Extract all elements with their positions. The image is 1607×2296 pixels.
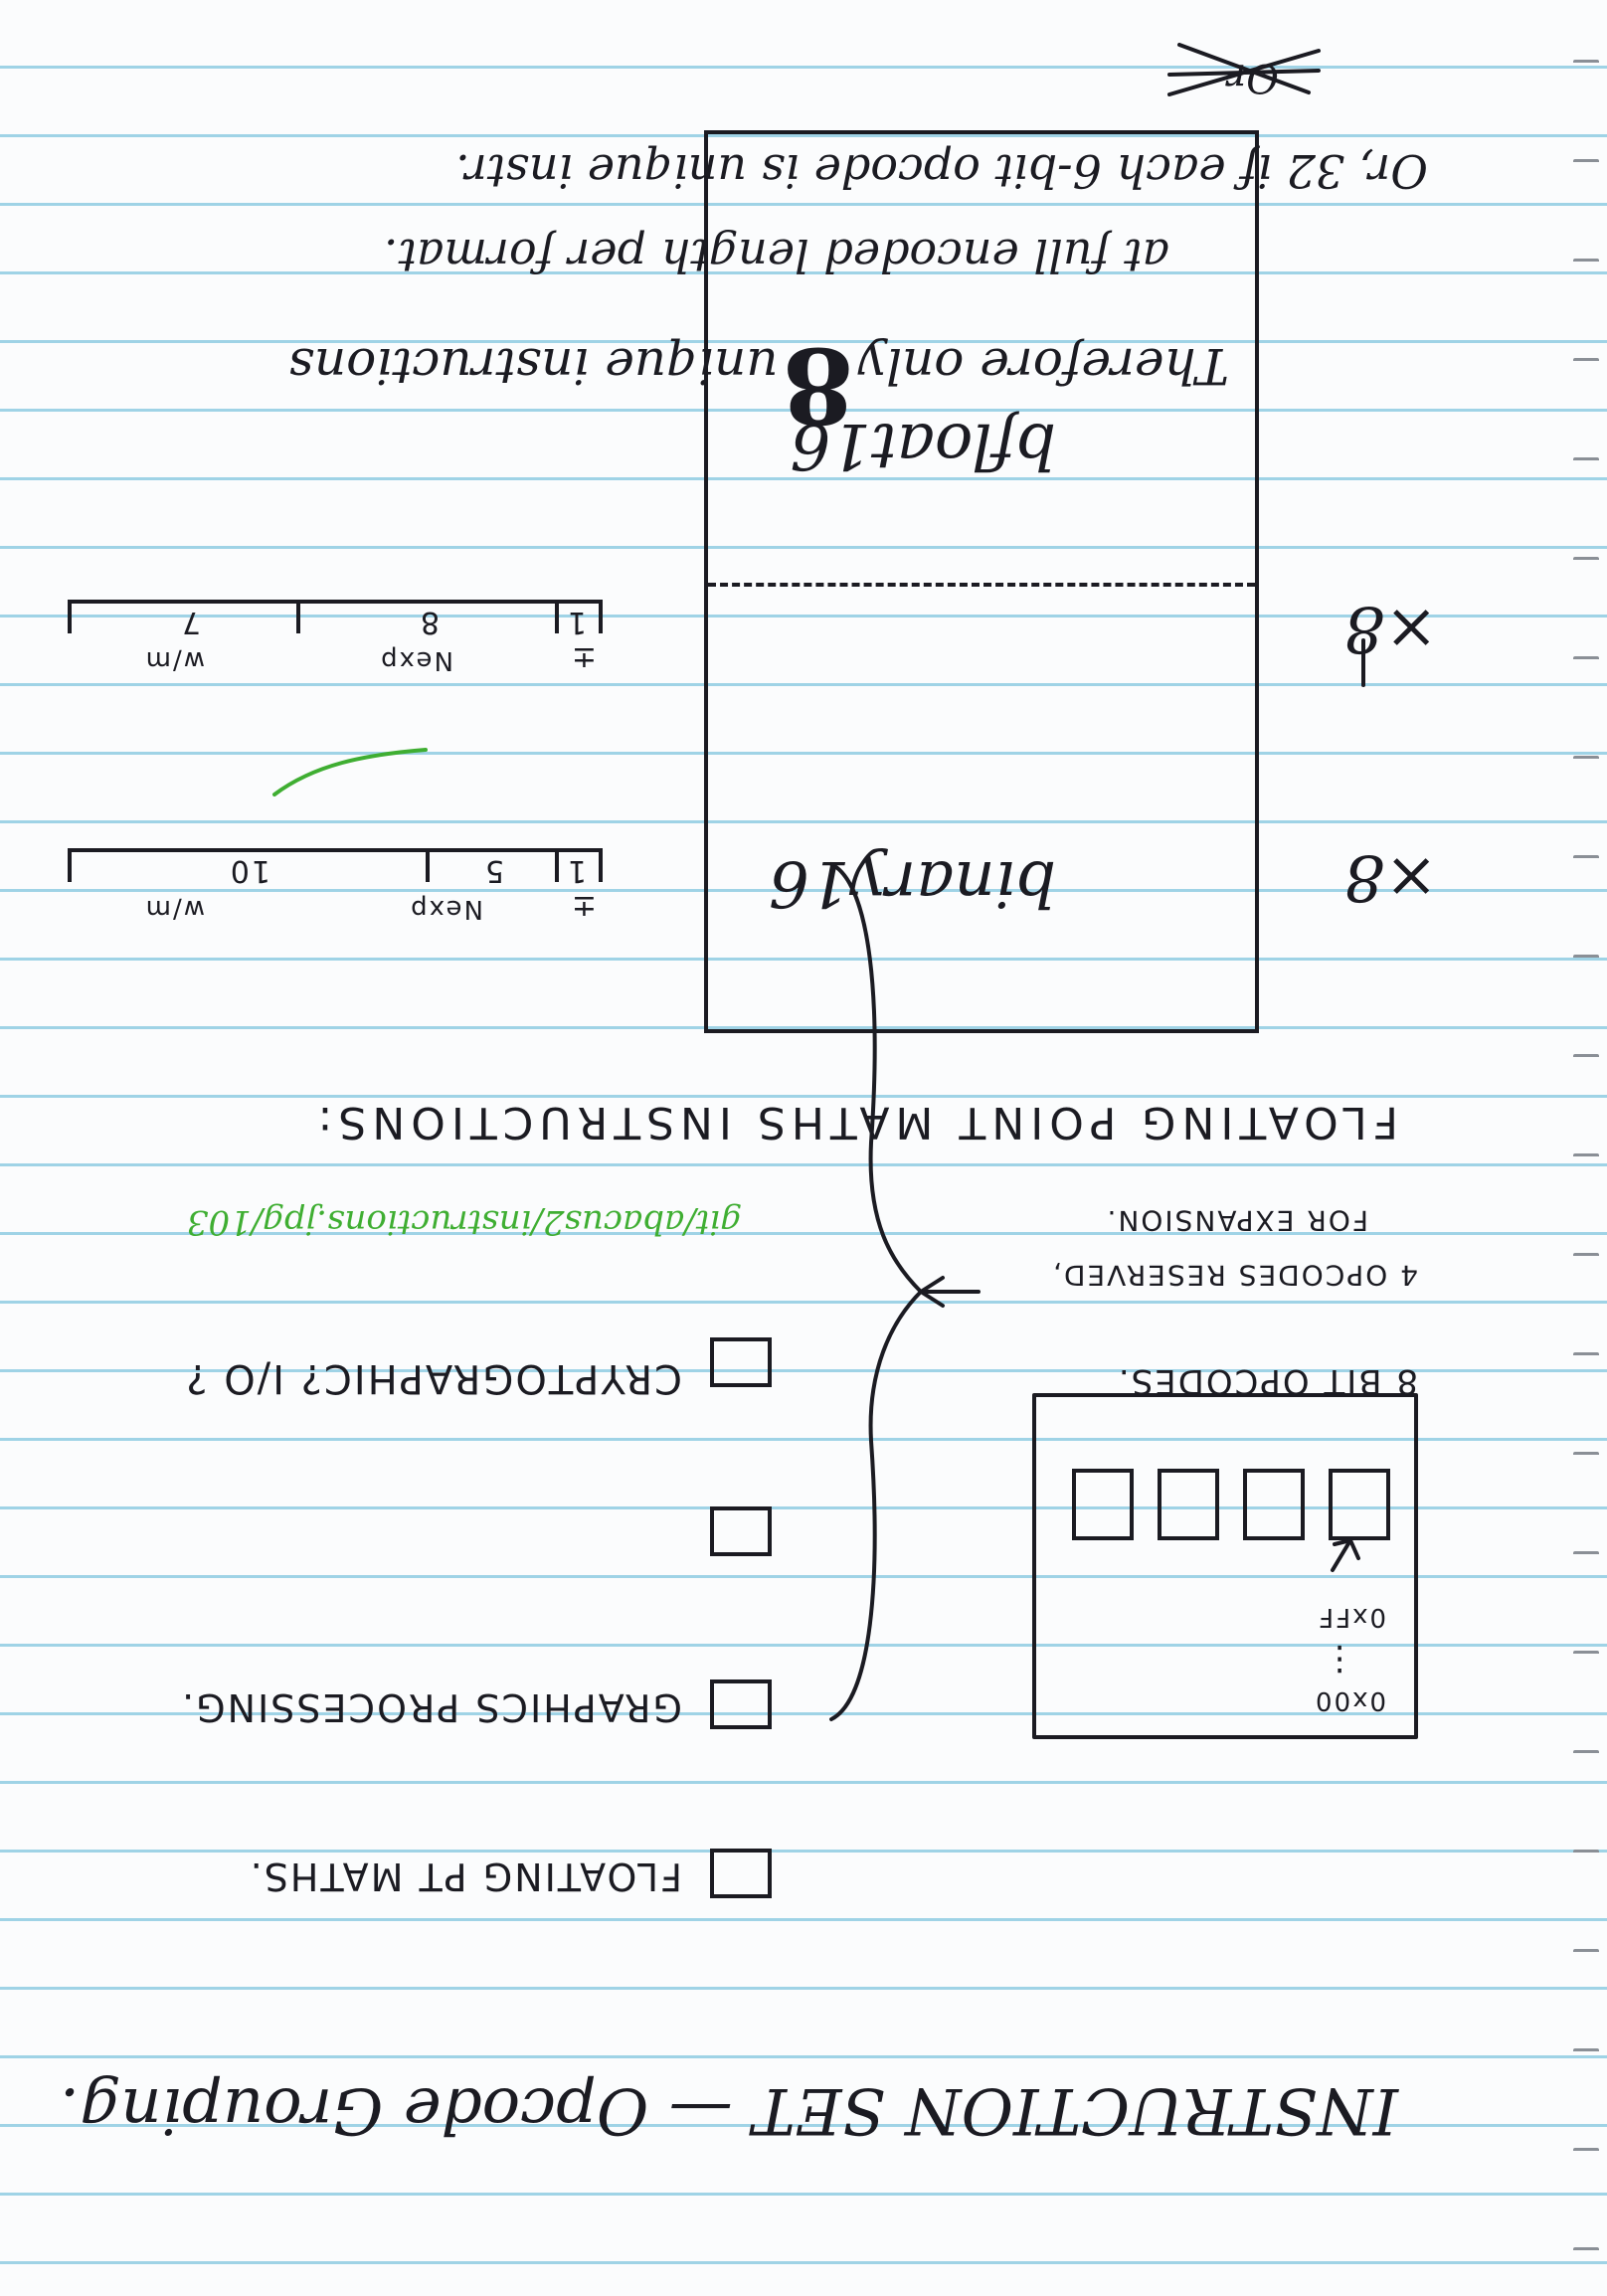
- field-bits: 1: [565, 853, 587, 888]
- group-checkbox: [710, 1337, 772, 1387]
- conclusion-suffix: unique instructions: [288, 337, 779, 395]
- field-bits: 10: [228, 853, 270, 888]
- conclusion-number: 8: [782, 324, 854, 446]
- group-label-crypto-io: CRYPTOGRAPHIC? I/O ?: [184, 1355, 682, 1401]
- bit-field-bar: 1 8 7: [68, 600, 603, 639]
- field-label: Nexp: [409, 894, 483, 924]
- group-checkbox: [710, 1849, 772, 1898]
- group-label-graphics: GRAPHICS PROCESSING.: [180, 1685, 682, 1729]
- conclusion-line-3: Or, 32 if each 6-bit opcode is unique in…: [455, 144, 1428, 198]
- field-label: ±: [569, 889, 597, 924]
- group-checkbox: [710, 1679, 772, 1729]
- bfloat16-multiplier: ×8: [1343, 592, 1438, 665]
- arrow-right-icon: [919, 1276, 981, 1308]
- binary16-multiplier: ×8: [1343, 840, 1438, 914]
- note-8bit-opcodes: 8 BIT OPCODES.: [1116, 1361, 1418, 1401]
- note-reserved: 4 OPCODES RESERVED,: [1051, 1259, 1418, 1292]
- conclusion-prefix: Therefore only: [857, 337, 1229, 395]
- field-label: w/m: [143, 894, 205, 924]
- format-name-binary16: binary16: [769, 846, 1056, 920]
- crossed-out-word: Or: [1167, 41, 1321, 100]
- strike-icon: [1167, 43, 1321, 96]
- group-checkbox: [710, 1506, 772, 1556]
- repo-link[interactable]: git/abacus2/instructions.jpg/103: [186, 1202, 742, 1242]
- field-bits: 8: [418, 605, 440, 639]
- field-label: ±: [569, 640, 597, 675]
- conclusion-line-2: at full encoded length per format.: [383, 229, 1169, 282]
- field-bits: 5: [482, 853, 504, 888]
- field-bits: 7: [179, 605, 201, 639]
- conclusion-line-1: Therefore only 8 unique instructions: [288, 324, 1229, 446]
- group-label-floating-point: FLOATING PT MATHS.: [248, 1854, 682, 1898]
- field-label: Nexp: [379, 645, 453, 675]
- pointer-arrow-icon: [1331, 1538, 1360, 1572]
- bit-layout-binary16: ± Nexp w/m 1 5 10: [66, 844, 603, 924]
- check-mark-icon: [272, 748, 428, 796]
- field-bits: 1: [565, 605, 587, 639]
- bit-field-bar: 1 5 10: [68, 848, 603, 888]
- grouping-brace-icon: [829, 862, 923, 1721]
- section-title: FLOATING POINT MATHS INSTRUCTIONS:: [311, 1097, 1398, 1148]
- field-label: w/m: [143, 645, 205, 675]
- note-expansion: FOR EXPANSION.: [1105, 1204, 1368, 1237]
- bit-layout-bfloat16: ± Nexp w/m 1 8 7: [66, 596, 603, 675]
- format-divider: [708, 583, 1255, 587]
